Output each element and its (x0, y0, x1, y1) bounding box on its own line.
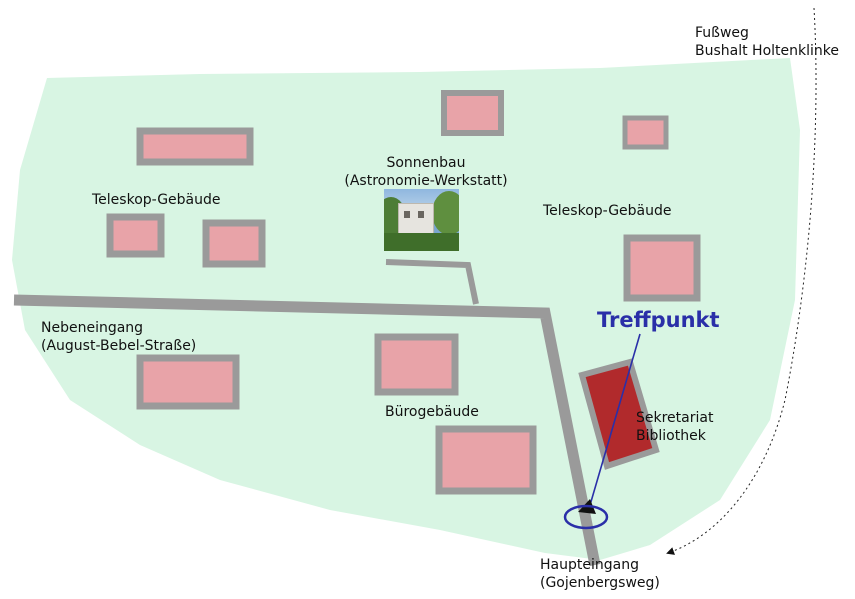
sekretariat-line2: Bibliothek (636, 428, 706, 444)
footpath-dotted (666, 7, 817, 555)
telescope-building[interactable] (106, 213, 165, 258)
nebeneingang-line2: (August-Bebel-Straße) (41, 338, 197, 354)
arrow-icon (587, 333, 641, 513)
sekretariat-line1: Sekretariat (636, 410, 714, 426)
telescope-west-label: Teleskop-Gebäude (92, 192, 221, 208)
main-path (13, 294, 601, 567)
sonnenbau-path (385, 259, 479, 305)
nebeneingang-line1: Nebeneingang (41, 320, 144, 336)
buerogebaeude-label: Bürogebäude (385, 404, 479, 420)
haupteingang-label: Haupteingang (Gojenbergsweg) (540, 556, 660, 592)
treffpunkt-label: Treffpunkt (597, 308, 720, 332)
haupteingang-line1: Haupteingang (540, 557, 639, 573)
buerogebaeude[interactable] (435, 425, 537, 495)
nebeneingang-building[interactable] (136, 354, 240, 410)
haupteingang-line2: (Gojenbergsweg) (540, 575, 660, 591)
buerogebaeude-north[interactable] (374, 333, 459, 396)
sonnenbau-line2: (Astronomie-Werkstatt) (344, 173, 508, 189)
sonnenbau-north-building[interactable] (441, 90, 504, 136)
sonnenbau-photo (384, 189, 459, 251)
telescope-building-east[interactable] (623, 234, 701, 302)
fussweg-line2: Bushalt Holtenklinke (695, 43, 839, 59)
small-building[interactable] (622, 115, 669, 150)
sonnenbau-line1: Sonnenbau (386, 155, 466, 171)
sonnenbau-label: Sonnenbau (Astronomie-Werkstatt) (326, 154, 526, 190)
telescope-building[interactable] (202, 219, 266, 268)
nebeneingang-label: Nebeneingang (August-Bebel-Straße) (41, 319, 196, 355)
meeting-point-ellipse[interactable] (563, 504, 609, 530)
sekretariat-label: Sekretariat Bibliothek (636, 409, 713, 445)
sekretariat-building[interactable] (578, 358, 660, 470)
fussweg-line1: Fußweg (695, 25, 749, 41)
fussweg-label: Fußweg Bushalt Holtenklinke (695, 24, 839, 60)
telescope-building[interactable] (136, 127, 254, 166)
telescope-east-label: Teleskop-Gebäude (543, 203, 672, 219)
